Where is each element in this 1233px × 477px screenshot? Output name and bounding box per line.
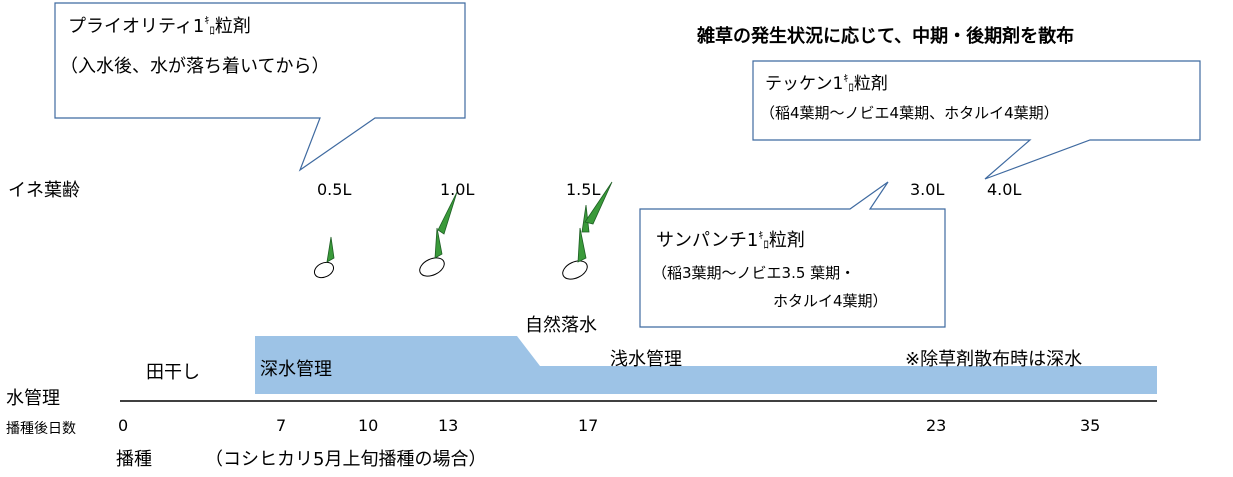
shallow-water-label: 浅水管理 — [610, 349, 682, 370]
callout-priority-title: プライオリティ1ｷﾛ粒剤 — [68, 14, 251, 40]
sanpanchi-suffix: 粒剤 — [768, 230, 805, 251]
day-tick-23: 23 — [926, 416, 947, 435]
callout-tekken-note: （稲4葉期～ノビエ4葉期、ホタルイ4葉期） — [760, 104, 1059, 122]
tekken-unit-sub: ﾛ — [848, 81, 854, 94]
day-tick-7: 7 — [276, 416, 287, 435]
field-dry-label: 田干し — [146, 362, 200, 383]
deep-water-label: 深水管理 — [260, 359, 332, 380]
priority-unit-sub: ﾛ — [209, 24, 215, 37]
callout-sanpanchi-note-2: ホタルイ4葉期） — [773, 292, 888, 310]
sowing-note: （コシヒカリ5月上旬播種の場合） — [205, 449, 487, 470]
day-tick-17: 17 — [578, 416, 599, 435]
leaf-stage-0-5l: 0.5L — [317, 180, 352, 199]
water-management-label: 水管理 — [6, 388, 60, 409]
callout-sanpanchi-title: サンパンチ1ｷﾛ粒剤 — [656, 226, 805, 252]
callout-tekken-title: テッケン1ｷﾛ粒剤 — [765, 69, 888, 94]
leaf-age-label: イネ葉齢 — [8, 180, 80, 201]
callout-tekken-bubble — [752, 60, 1201, 180]
sanpanchi-unit-sup: ｷ — [758, 231, 764, 242]
sanpanchi-unit-sub: ﾛ — [763, 238, 769, 251]
sanpanchi-unit-prefix: 1 — [746, 230, 759, 251]
header-note: 雑草の発生状況に応じて、中期・後期剤を散布 — [697, 26, 1075, 47]
leaf-stage-4-0l: 4.0L — [987, 180, 1022, 199]
leaf-stage-1-0l: 1.0L — [440, 180, 475, 199]
seedling-1-5l-icon — [562, 181, 613, 280]
sanpanchi-product-name: サンパンチ — [656, 230, 747, 251]
callout-sanpanchi-bubble — [639, 181, 946, 328]
seedling-0-5l-icon — [313, 236, 335, 279]
leaf-stage-3-0l: 3.0L — [910, 180, 945, 199]
deep-water-band — [255, 336, 1157, 394]
priority-product-name: プライオリティ — [68, 16, 193, 37]
tekken-product-name: テッケン — [765, 74, 833, 94]
callout-priority-bubble — [54, 2, 466, 172]
day-tick-35: 35 — [1080, 416, 1101, 435]
seedling-1-0l-icon — [419, 191, 458, 277]
tekken-unit-prefix: 1 — [832, 74, 844, 94]
priority-unit-sup: ｷ — [204, 16, 210, 27]
days-axis-label: 播種後日数 — [6, 421, 76, 437]
herbicide-note-label: ※除草剤散布時は深水 — [905, 349, 1083, 370]
tekken-unit-sup: ｷ — [843, 74, 849, 85]
priority-unit-prefix: 1 — [192, 16, 205, 37]
callout-priority-note: （入水後、水が落ち着いてから） — [60, 56, 330, 77]
leaf-stage-1-5l: 1.5L — [566, 180, 601, 199]
tekken-suffix: 粒剤 — [853, 74, 888, 94]
callout-sanpanchi-note-1: （稲3葉期～ノビエ3.5 葉期・ — [652, 264, 856, 282]
day-tick-10: 10 — [358, 416, 379, 435]
sowing-label: 播種 — [116, 449, 152, 470]
day-tick-0: 0 — [118, 416, 129, 435]
day-tick-13: 13 — [438, 416, 459, 435]
natural-drain-label: 自然落水 — [525, 315, 597, 336]
priority-suffix: 粒剤 — [214, 16, 251, 37]
